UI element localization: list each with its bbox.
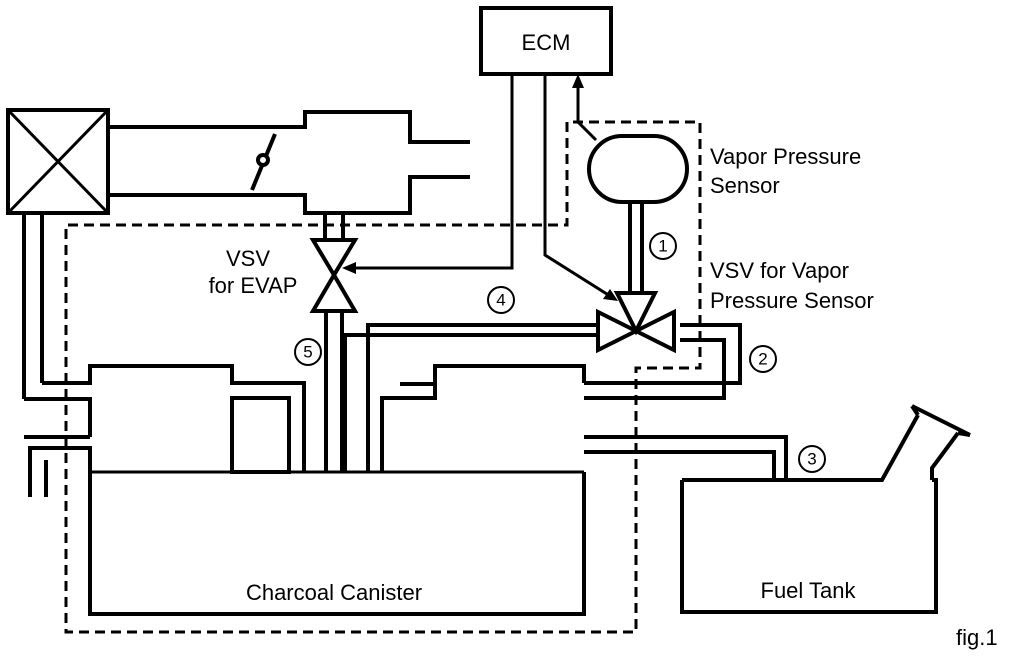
- svg-text:4: 4: [496, 291, 505, 310]
- vsv-vps-label-2: Pressure Sensor: [710, 288, 874, 313]
- vsv-evap: VSV for EVAP: [209, 213, 359, 472]
- marker-2: 2: [749, 345, 777, 373]
- vsv-evap-label-2: for EVAP: [209, 273, 298, 298]
- vapor-pressure-sensor-label-2: Sensor: [710, 173, 780, 198]
- vapor-pressure-sensor-label-1: Vapor Pressure: [710, 144, 861, 169]
- vapor-pressure-sensor: Vapor Pressure Sensor: [587, 134, 861, 293]
- air-cleaner: [6, 108, 110, 215]
- marker-1: 1: [649, 232, 677, 260]
- marker-3: 3: [798, 445, 826, 473]
- figure-label: fig.1: [956, 625, 998, 650]
- vsv-vapor-pressure-sensor: VSV for Vapor Pressure Sensor: [596, 258, 874, 354]
- svg-text:1: 1: [658, 237, 667, 256]
- svg-text:3: 3: [807, 450, 816, 469]
- svg-text:2: 2: [758, 350, 767, 369]
- vsv-vps-label-1: VSV for Vapor: [710, 258, 849, 283]
- svg-text:5: 5: [303, 343, 312, 362]
- dashed-boundary: [64, 120, 702, 634]
- ecm-label: ECM: [522, 30, 571, 55]
- marker-4: 4: [487, 286, 515, 314]
- fuel-tank: Fuel Tank: [680, 404, 971, 614]
- throttle-shaft: [256, 153, 270, 167]
- intake-duct: [108, 110, 470, 215]
- vsv-evap-label-1: VSV: [226, 246, 270, 271]
- fuel-tank-label: Fuel Tank: [761, 578, 857, 603]
- canister-tank-pipes: [343, 323, 788, 480]
- charcoal-canister: Charcoal Canister: [88, 470, 586, 616]
- ecm-signal-wires: [342, 74, 618, 301]
- charcoal-canister-label: Charcoal Canister: [246, 580, 422, 605]
- ecm-box: ECM: [479, 6, 613, 76]
- marker-5: 5: [294, 338, 322, 366]
- air-cleaner-pipe: [22, 213, 306, 497]
